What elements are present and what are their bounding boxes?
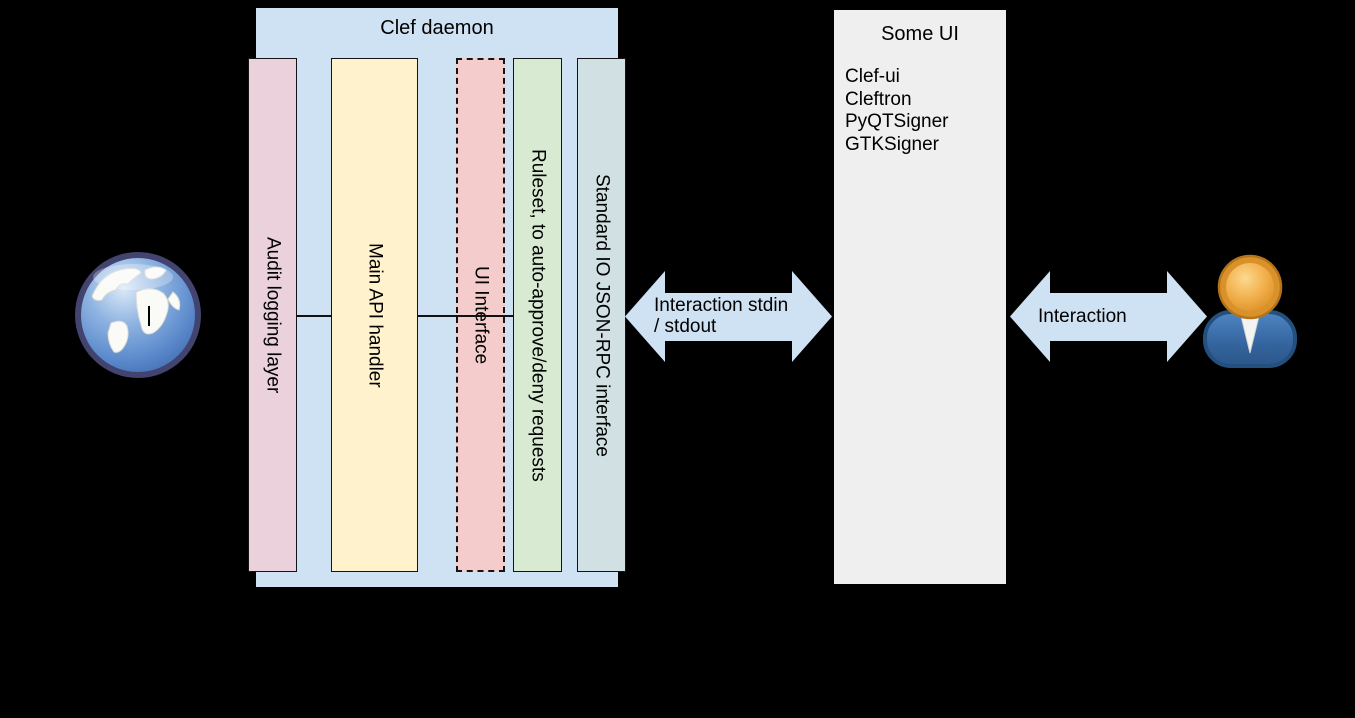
list-item: Clef-ui xyxy=(845,66,900,87)
list-item: Cleftron xyxy=(845,88,912,110)
layer-label: Ruleset, to auto-approve/deny requests xyxy=(527,148,549,482)
some-ui-title: Some UI xyxy=(881,23,959,45)
cursor-caret xyxy=(148,306,150,326)
arrow-label-stdin-stdout: Interaction stdin / stdout xyxy=(654,295,789,337)
some-ui-list: Clef-ui Cleftron PyQTSigner GTKSigner xyxy=(845,66,948,156)
list-item: PyQTSigner xyxy=(845,111,949,132)
layer-ruleset: Ruleset, to auto-approve/deny requests xyxy=(513,58,562,572)
some-ui-box: Some UI Clef-ui Cleftron PyQTSigner GTKS… xyxy=(833,9,1007,585)
list-item: GTKSigner xyxy=(845,133,939,155)
clef-daemon-title: Clef daemon xyxy=(380,17,494,39)
user-icon xyxy=(1200,250,1300,368)
arrow-label-interaction: Interaction xyxy=(1038,306,1127,327)
clef-daemon-box: Clef daemon xyxy=(256,8,618,587)
layer-label: Audit logging layer xyxy=(262,236,284,394)
globe-icon xyxy=(73,250,203,380)
layer-audit-logging: Audit logging layer xyxy=(248,58,297,572)
layer-stdio-jsonrpc: Standard IO JSON-RPC interface xyxy=(577,58,626,572)
connector-line-audit-api xyxy=(297,315,332,317)
layer-main-api-handler: Main API handler xyxy=(331,58,418,572)
connector-line-api-ruleset xyxy=(418,315,514,317)
layer-label: Main API handler xyxy=(364,242,386,388)
layer-label: Standard IO JSON-RPC interface xyxy=(591,173,613,457)
